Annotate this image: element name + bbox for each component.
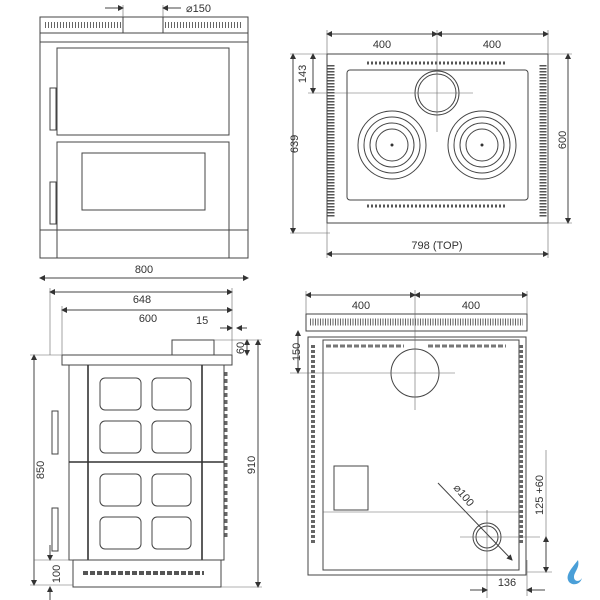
hotplate-right xyxy=(447,110,517,180)
dim-back-right-half: 400 xyxy=(462,300,480,312)
dim-side-body-height: 850 xyxy=(35,461,47,479)
dim-side-plinth-height: 100 xyxy=(51,565,63,583)
top-plate xyxy=(326,53,549,224)
dim-side-depth-total: 648 xyxy=(133,294,151,306)
back-panel xyxy=(307,336,527,576)
dim-back-flue-offset: 150 xyxy=(291,343,303,361)
front-body xyxy=(39,41,249,231)
dim-top-depth-total: 639 xyxy=(289,135,301,153)
dim-width: 800 xyxy=(135,264,153,276)
dim-side-total-height: 910 xyxy=(246,456,258,474)
dim-side-depth: 600 xyxy=(139,313,157,325)
cooking-surface xyxy=(346,69,529,201)
hotplate-left xyxy=(357,110,427,180)
brand-logo-icon xyxy=(567,560,582,585)
dim-top-left-half: 400 xyxy=(373,39,391,51)
dim-flue-diameter: ⌀150 xyxy=(186,3,211,15)
dim-side-offset: 15 xyxy=(196,315,208,327)
dim-top-right-half: 400 xyxy=(483,39,501,51)
side-flue-collar xyxy=(171,339,215,356)
side-plinth xyxy=(72,559,222,588)
side-top-plate xyxy=(61,354,233,366)
lower-handle xyxy=(49,181,57,225)
dim-top-flue-offset: 143 xyxy=(297,65,309,83)
dim-back-left-half: 400 xyxy=(352,300,370,312)
dim-inlet-offset: 136 xyxy=(498,577,516,589)
front-flue-outlet xyxy=(122,16,164,34)
back-view: ⌀100 400 400 150 125 +60 136 xyxy=(290,290,552,598)
dim-side-flue-height: 60 xyxy=(235,342,247,354)
oven-window xyxy=(81,152,206,211)
front-plinth xyxy=(39,229,249,259)
top-view: 400 400 143 639 600 798 (TOP) xyxy=(289,30,572,258)
back-access-panel xyxy=(333,465,369,511)
side-upper-handle xyxy=(51,410,59,455)
back-vent-strip xyxy=(305,313,528,332)
dim-top-depth: 600 xyxy=(557,131,569,149)
upper-handle xyxy=(49,87,57,131)
side-lower-handle xyxy=(51,507,59,552)
front-view: ⌀150 800 xyxy=(39,3,249,281)
dim-inlet-height: 125 +60 xyxy=(534,475,546,515)
lower-door xyxy=(56,141,230,231)
side-view: 648 600 15 60 910 850 100 xyxy=(30,288,262,600)
dim-top-width: 798 (TOP) xyxy=(411,240,462,252)
dim-inlet-diameter: ⌀100 xyxy=(451,482,476,509)
upper-door xyxy=(56,47,230,136)
side-panel-grid xyxy=(99,377,192,550)
